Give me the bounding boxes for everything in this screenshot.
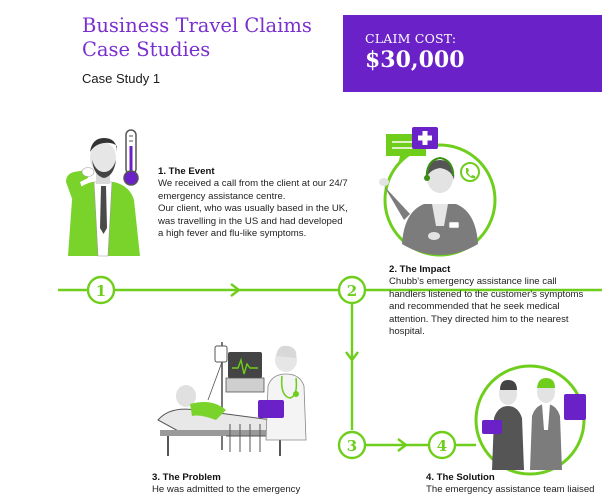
step-1-marker: 1: [86, 275, 116, 305]
arrow-right-icon: [230, 283, 241, 297]
page-title: Business Travel Claims Case Studies: [82, 14, 332, 62]
step-4-text: 4. The Solution The emergency assistance…: [426, 472, 602, 497]
step-1-paragraph-2: Our client, who was usually based in the…: [158, 203, 348, 240]
step-2-paragraph-1: Chubb's emergency assistance line call h…: [389, 276, 584, 338]
case-study-label: Case Study 1: [82, 71, 161, 86]
step-4-heading: 4. The Solution: [426, 472, 495, 483]
timeline-path: [58, 288, 602, 447]
step-2-text: 2. The Impact Chubb's emergency assistan…: [389, 264, 589, 338]
phone-icon: [460, 162, 480, 182]
claim-cost-banner: CLAIM COST: $30,000: [343, 15, 602, 92]
claim-cost-value: $30,000: [365, 47, 465, 73]
step-2-marker: 2: [337, 275, 367, 305]
step-2-number: 2: [347, 282, 357, 300]
step-3-text: 3. The Problem He was admitted to the em…: [152, 472, 332, 497]
step-4-number: 4: [437, 437, 447, 455]
sick-traveller-illustration: [66, 138, 140, 257]
hospital-patient-illustration: [157, 342, 307, 456]
title-line-1: Business Travel Claims: [82, 14, 312, 37]
step-4-paragraph-1: The emergency assistance team liaised: [426, 484, 595, 496]
step-3-paragraph-1: He was admitted to the emergency: [152, 484, 301, 496]
step-1-paragraph-1: We received a call from the client at ou…: [158, 178, 348, 202]
assistance-team-illustration: [474, 364, 586, 476]
step-3-heading: 3. The Problem: [152, 472, 221, 483]
call-handler-illustration: [379, 143, 497, 257]
arrow-down-icon: [345, 351, 359, 362]
step-1-text: 1. The Event We received a call from the…: [158, 166, 348, 240]
step-1-number: 1: [96, 282, 106, 300]
step-3-number: 3: [347, 437, 357, 455]
step-2-heading: 2. The Impact: [389, 264, 451, 275]
step-4-marker: 4: [427, 430, 457, 460]
title-line-2: Case Studies: [82, 38, 211, 61]
claim-cost-label: CLAIM COST:: [365, 31, 457, 46]
step-1-heading: 1. The Event: [158, 166, 215, 177]
thermometer-icon: [123, 129, 139, 186]
arrow-right-icon: [397, 438, 408, 452]
medical-cross-icon: [412, 127, 438, 149]
step-3-marker: 3: [337, 430, 367, 460]
